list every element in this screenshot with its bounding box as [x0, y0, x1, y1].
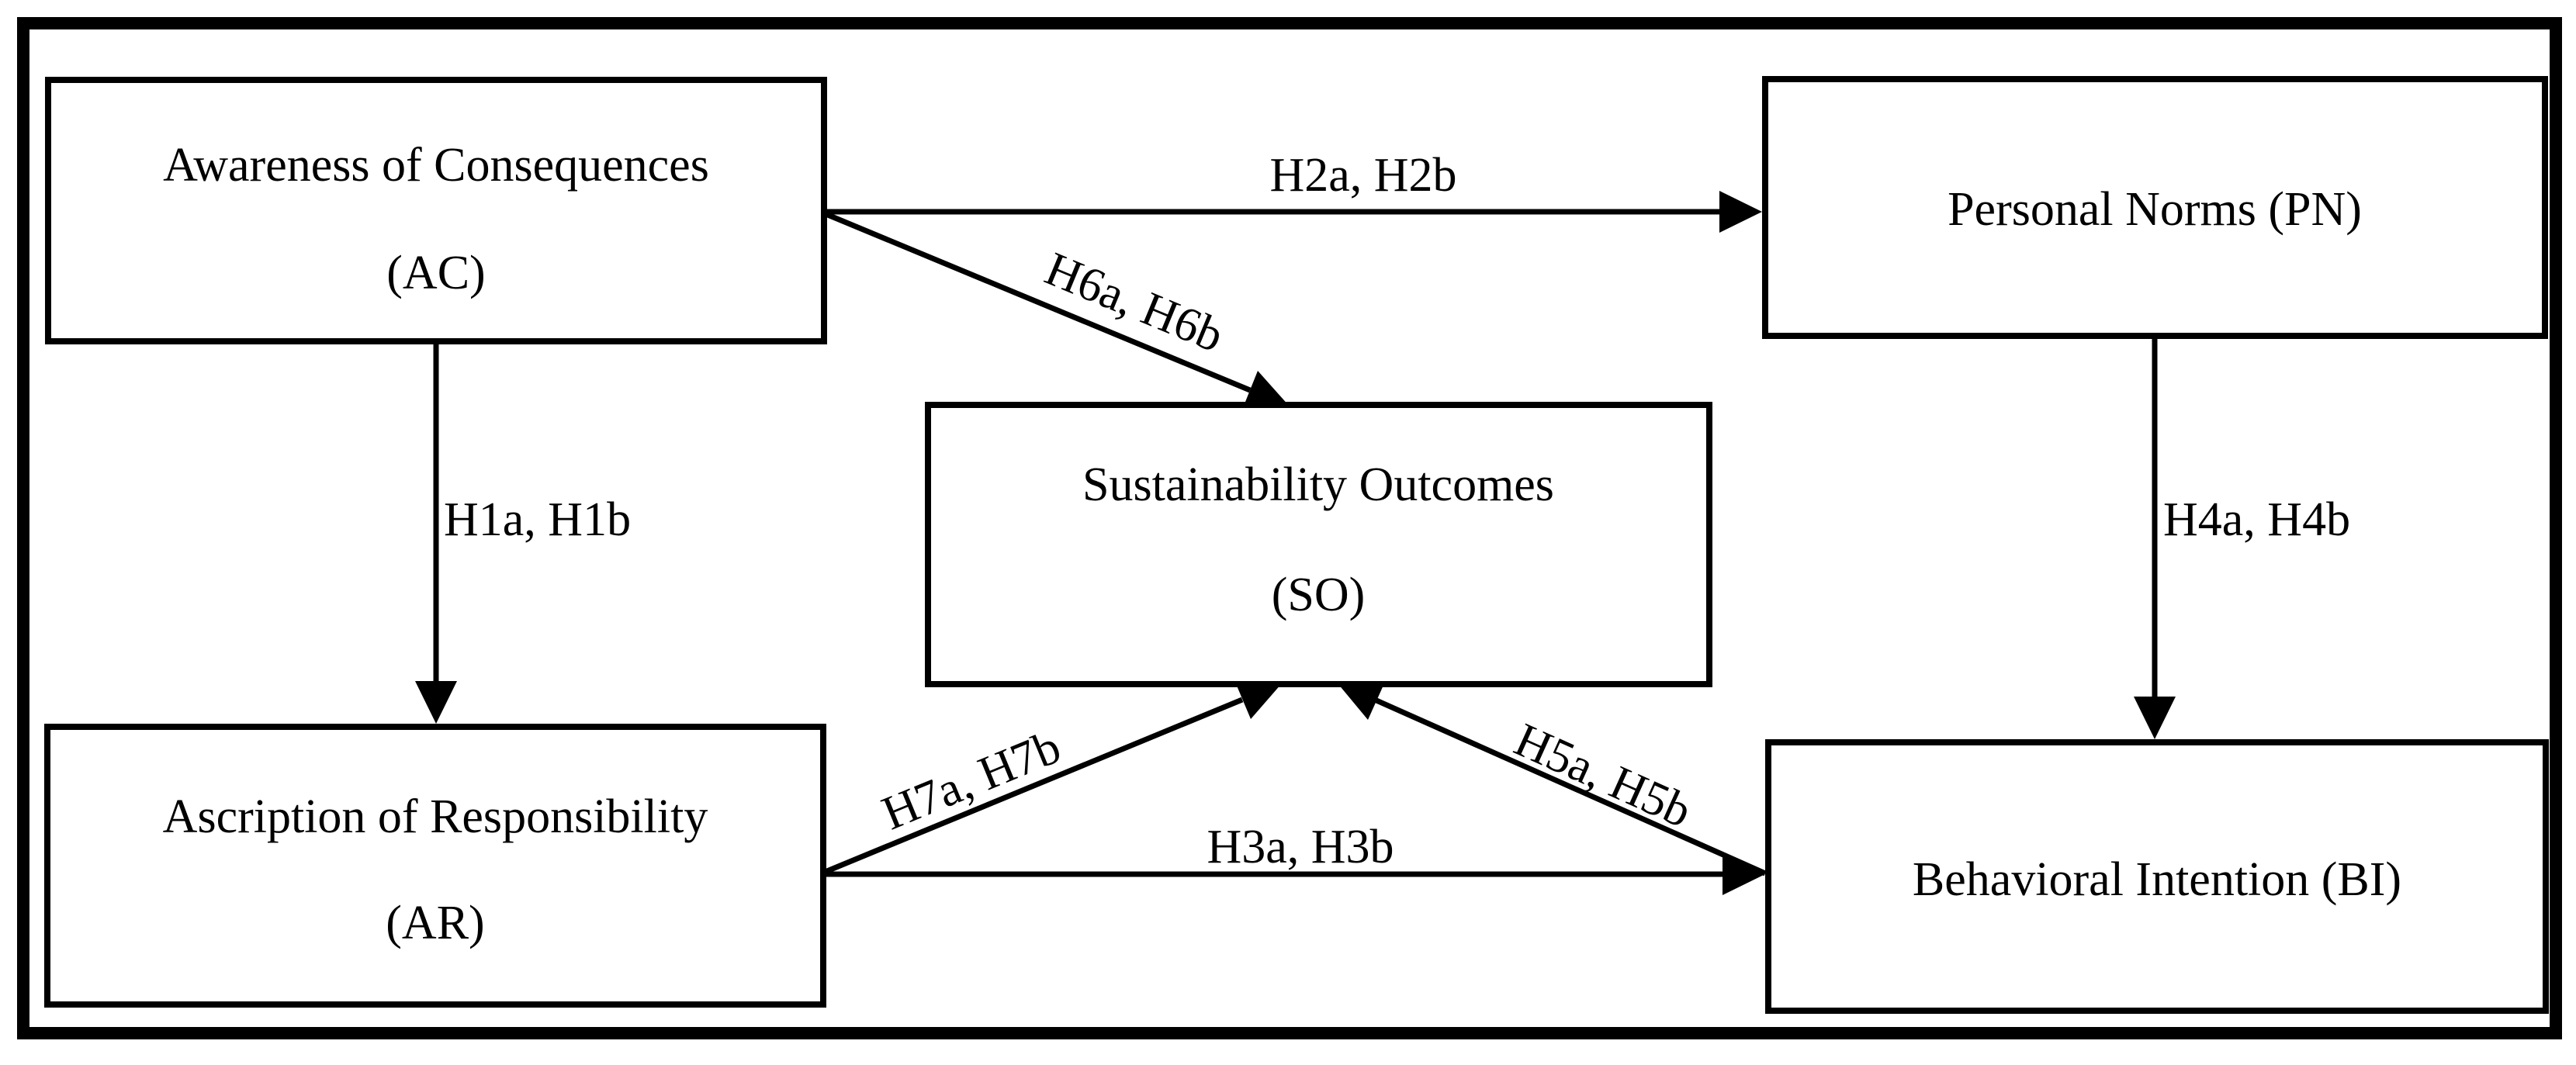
node-bi-label: Behavioral Intention (BI)	[1913, 853, 2401, 906]
node-ac-label-line1: Awareness of Consequences	[163, 139, 709, 192]
edge-h3-arrowhead	[1723, 853, 1765, 895]
edge-h5-line	[1375, 697, 1767, 877]
node-behavioral-intention	[1765, 739, 2549, 1014]
edge-h4-label: H4a, H4b	[2163, 493, 2350, 546]
edge-h3-label: H3a, H3b	[1207, 821, 1394, 873]
edge-h6-arrowhead	[1242, 371, 1290, 410]
edge-h1-label: H1a, H1b	[444, 493, 631, 546]
edge-h7-line	[822, 697, 1244, 876]
node-pn-label: Personal Norms (PN)	[1948, 183, 2362, 236]
node-so-label-line1: Sustainability Outcomes	[1082, 458, 1554, 511]
node-ascription-of-responsibility	[44, 724, 826, 1008]
edge-h7-arrowhead	[1234, 680, 1282, 719]
edge-h2-label: H2a, H2b	[1269, 149, 1456, 202]
node-awareness-of-consequences	[45, 77, 827, 344]
edge-h1-arrowhead	[415, 681, 457, 724]
node-ac-label-line2: (AC)	[386, 247, 485, 299]
node-sustainability-outcomes	[925, 402, 1712, 687]
node-personal-norms	[1762, 76, 2548, 339]
outer-frame	[17, 17, 2562, 1039]
edge-h2-arrowhead	[1719, 191, 1762, 233]
edge-h5-arrowhead	[1338, 682, 1385, 720]
node-ar-label-line2: (AR)	[386, 897, 484, 949]
node-ar-label-line1: Ascription of Responsibility	[163, 790, 708, 843]
edge-h4-arrowhead	[2134, 697, 2176, 739]
edge-h6-line	[822, 210, 1252, 393]
edge-h7-label: H7a, H7b	[875, 721, 1068, 841]
node-so-label-line2: (SO)	[1272, 569, 1366, 621]
edge-h5-label: H5a, H5b	[1507, 714, 1699, 839]
